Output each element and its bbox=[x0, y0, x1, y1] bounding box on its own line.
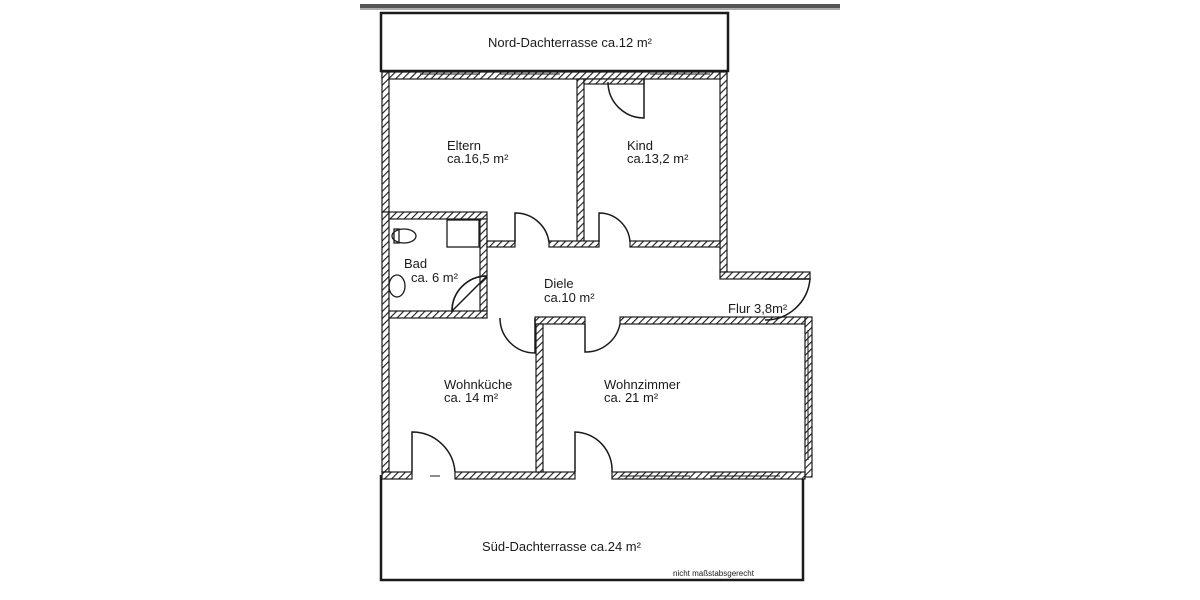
flur-label: Flur 3,8m² bbox=[728, 301, 788, 316]
wohnkueche-name: Wohnküche bbox=[444, 377, 512, 392]
kind-area: ca.13,2 m² bbox=[627, 151, 689, 166]
kind-name: Kind bbox=[627, 138, 653, 153]
wohnzimmer-name: Wohnzimmer bbox=[604, 377, 681, 392]
nord-terrace-outline bbox=[379, 11, 730, 73]
nord-terrace-label: Nord-Dachterrasse ca.12 m² bbox=[488, 35, 653, 50]
eltern-area: ca.16,5 m² bbox=[447, 151, 509, 166]
toilet bbox=[391, 228, 417, 244]
shower-tray bbox=[446, 219, 480, 248]
windows bbox=[420, 73, 809, 477]
wohnkueche-area: ca. 14 m² bbox=[444, 390, 499, 405]
interior-walls bbox=[388, 78, 806, 473]
bad-area: ca. 6 m² bbox=[411, 270, 459, 285]
bathroom-fixtures bbox=[388, 219, 480, 298]
eltern-name: Eltern bbox=[447, 138, 481, 153]
scan-shadow bbox=[360, 4, 840, 8]
bad-name: Bad bbox=[404, 256, 427, 271]
door-swings bbox=[411, 79, 811, 473]
wohnzimmer-area: ca. 21 m² bbox=[604, 390, 659, 405]
sued-terrace-outline bbox=[379, 475, 805, 582]
sued-terrace-label: Süd-Dachterrasse ca.24 m² bbox=[482, 539, 642, 554]
diele-name: Diele bbox=[544, 276, 574, 291]
diele-area: ca.10 m² bbox=[544, 290, 595, 305]
scale-note: nicht maßstabsgerecht bbox=[673, 569, 755, 578]
washbasin bbox=[388, 274, 406, 298]
